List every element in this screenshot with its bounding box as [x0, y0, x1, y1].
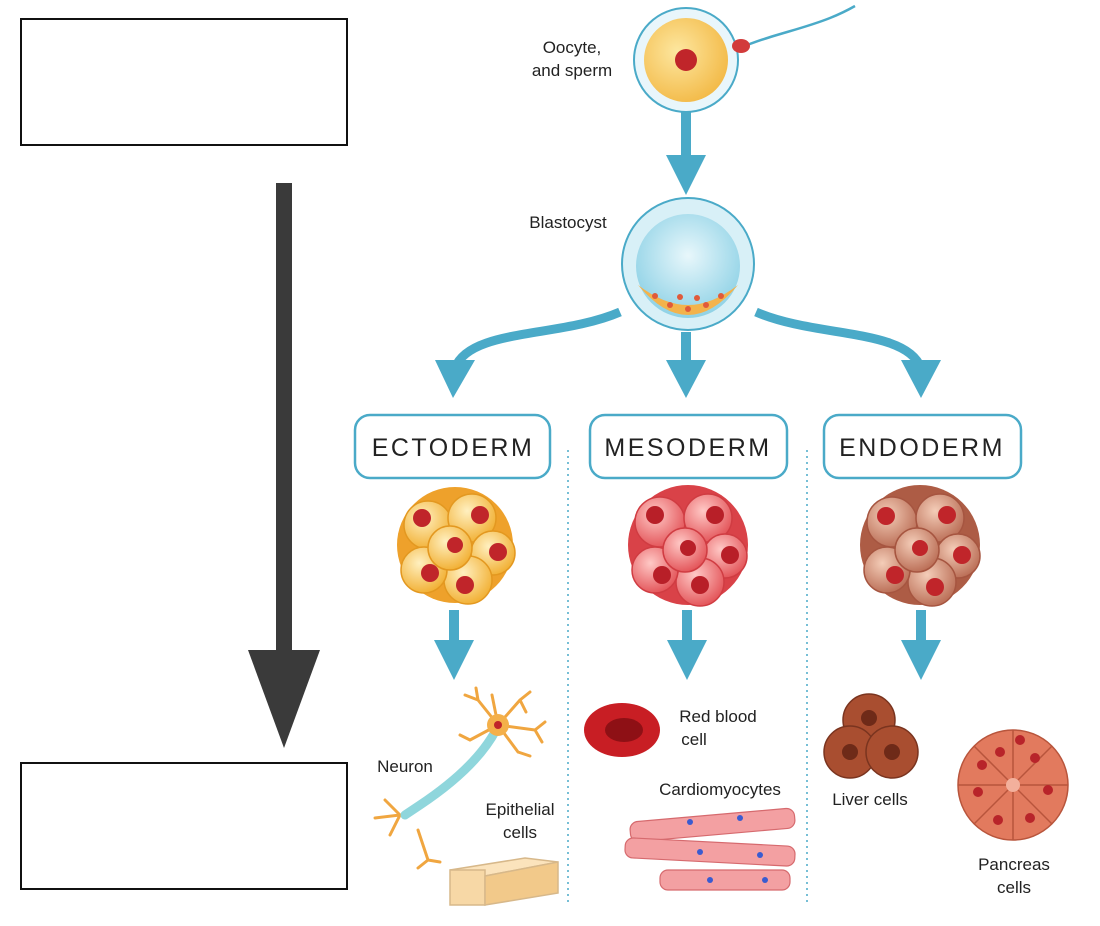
mesoderm-box [588, 413, 789, 480]
zygote-illustration [633, 4, 856, 113]
mesoderm-label: MESODERM [604, 434, 771, 462]
pancreas-label-line1: Pancreas [978, 855, 1050, 874]
flow-arrows-to-cell-types [434, 610, 941, 680]
blastocyst-illustration [621, 197, 755, 331]
time-arrow [248, 183, 320, 748]
rbc-label-line2: cell [681, 730, 707, 749]
answer-box-bottom[interactable] [20, 762, 348, 890]
arrow-head-ectoderm [435, 360, 475, 398]
pancreas-label-line2: cells [997, 878, 1031, 897]
neuron-illustration [373, 686, 547, 870]
neuron-nucleus [494, 721, 502, 729]
ectoderm-label: ECTODERM [372, 434, 535, 462]
flow-arrows-to-germ-layers [450, 307, 926, 371]
rbc-label-line1: Red blood [679, 707, 757, 726]
zygote-label-line2: and sperm [532, 61, 612, 80]
mesoderm-cell-cluster [628, 485, 748, 607]
epithelial-cells-illustration [449, 857, 559, 906]
epithelial-label-line1: Epithelial [486, 800, 555, 819]
endoderm-cell-cluster [860, 485, 981, 607]
neuron-label: Neuron [377, 757, 433, 776]
blastocyst-label: Blastocyst [529, 213, 607, 232]
cardiomyocytes-label: Cardiomyocytes [659, 780, 781, 799]
ectoderm-box [353, 413, 552, 480]
arrow-head-endoderm [901, 360, 941, 398]
cardiomyocytes-illustration [624, 807, 796, 891]
endoderm-label: ENDODERM [839, 434, 1005, 462]
red-blood-cell-illustration [584, 703, 660, 757]
pancreas-cells-illustration [957, 729, 1069, 841]
neuron-axon [400, 725, 501, 820]
zygote-label-line1: Oocyte, [543, 38, 602, 57]
flow-arrow-to-blastocyst [666, 112, 706, 195]
endoderm-box [822, 413, 1023, 480]
liver-label: Liver cells [832, 790, 908, 809]
liver-cells-illustration [823, 693, 919, 779]
ectoderm-cell-cluster [397, 487, 516, 605]
answer-box-top[interactable] [20, 18, 348, 146]
arrow-head-mesoderm [666, 360, 706, 398]
epithelial-label-line2: cells [503, 823, 537, 842]
